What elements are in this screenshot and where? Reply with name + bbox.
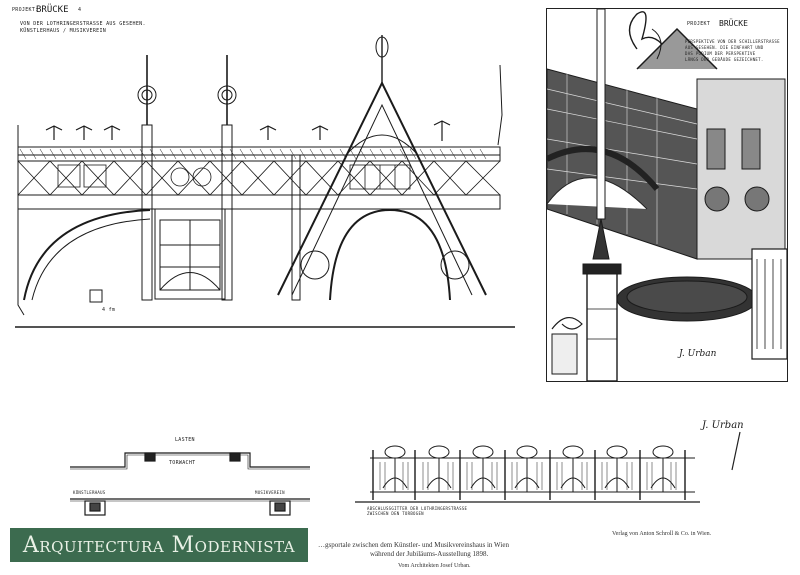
- perspective-title: BRÜCKE: [719, 19, 748, 28]
- elevation-drawing: PROJEKT: BRÜCKE 4 VON DER LOTHRINGERSTRA…: [10, 5, 520, 335]
- perspective-notes-2: AUS GESEHEN. DIE EINFAHRT UND: [685, 45, 764, 50]
- perspective-svg: [547, 9, 787, 381]
- fence-note-2: ZWISCHEN DEN TORBOGEN: [367, 511, 424, 516]
- fence-note-1: ABSCHLUSSGITTER DER LOTHRINGERSTRASSE: [367, 506, 468, 511]
- plan-drawing: LASTEN TORWACHT KÜNSTLERHAUS MUSIKVEREIN: [65, 435, 315, 520]
- signature-top: J. Urban: [702, 420, 744, 431]
- publisher-note: Verlag von Anton Schroll & Co. in Wien.: [612, 531, 712, 537]
- caption-line-1: …gsportale zwischen dem Künstler- und Mu…: [318, 541, 509, 549]
- elevation-notes-1: VON DER LOTHRINGERSTRASSE AUS GESEHEN.: [20, 21, 146, 27]
- perspective-notes-4: LÄNGS DER GEBÄUDE GEZEICHNET.: [685, 57, 764, 62]
- perspective-drawing: PROJEKT BRÜCKE PERSPEKTIVE VON DER SCHIL…: [546, 8, 788, 382]
- perspective-title-prefix: PROJEKT: [687, 21, 711, 27]
- caption-line-2: während der Jubiläums-Ausstellung 1898.: [370, 550, 489, 558]
- signature-flourish: [731, 431, 741, 471]
- perspective-notes-3: DAS PODIUM DER PERSPEKTIVE: [685, 51, 756, 56]
- elevation-scale: 4 fm: [102, 307, 116, 313]
- elevation-title-prefix: PROJEKT:: [12, 7, 39, 13]
- elevation-notes-2: KÜNSTLERHAUS / MUSIKVEREIN: [20, 28, 107, 34]
- caption-line-3: Vom Architekten Josef Urban.: [398, 563, 471, 569]
- bridge-elevation-svg: [15, 35, 515, 328]
- plan-top-label: LASTEN: [175, 437, 195, 443]
- elevation-sheet-no: 4: [78, 7, 82, 13]
- perspective-signature: J. Urban: [679, 349, 717, 359]
- watermark-text: Arquitectura Modernista: [22, 532, 296, 558]
- fence-svg: [355, 445, 700, 503]
- watermark-banner: Arquitectura Modernista: [10, 528, 308, 562]
- fence-drawing: ABSCHLUSSGITTER DER LOTHRINGERSTRASSE: [355, 440, 705, 515]
- plan-svg: [70, 452, 310, 516]
- elevation-title: BRÜCKE: [36, 5, 69, 15]
- plan-left-label: KÜNSTLERHAUS: [73, 490, 106, 495]
- plan-center-label: TORWACHT: [169, 460, 196, 466]
- plan-right-label: MUSIKVEREIN: [255, 490, 285, 495]
- perspective-notes-1: PERSPEKTIVE VON DER SCHILLERSTRASSE: [685, 39, 780, 44]
